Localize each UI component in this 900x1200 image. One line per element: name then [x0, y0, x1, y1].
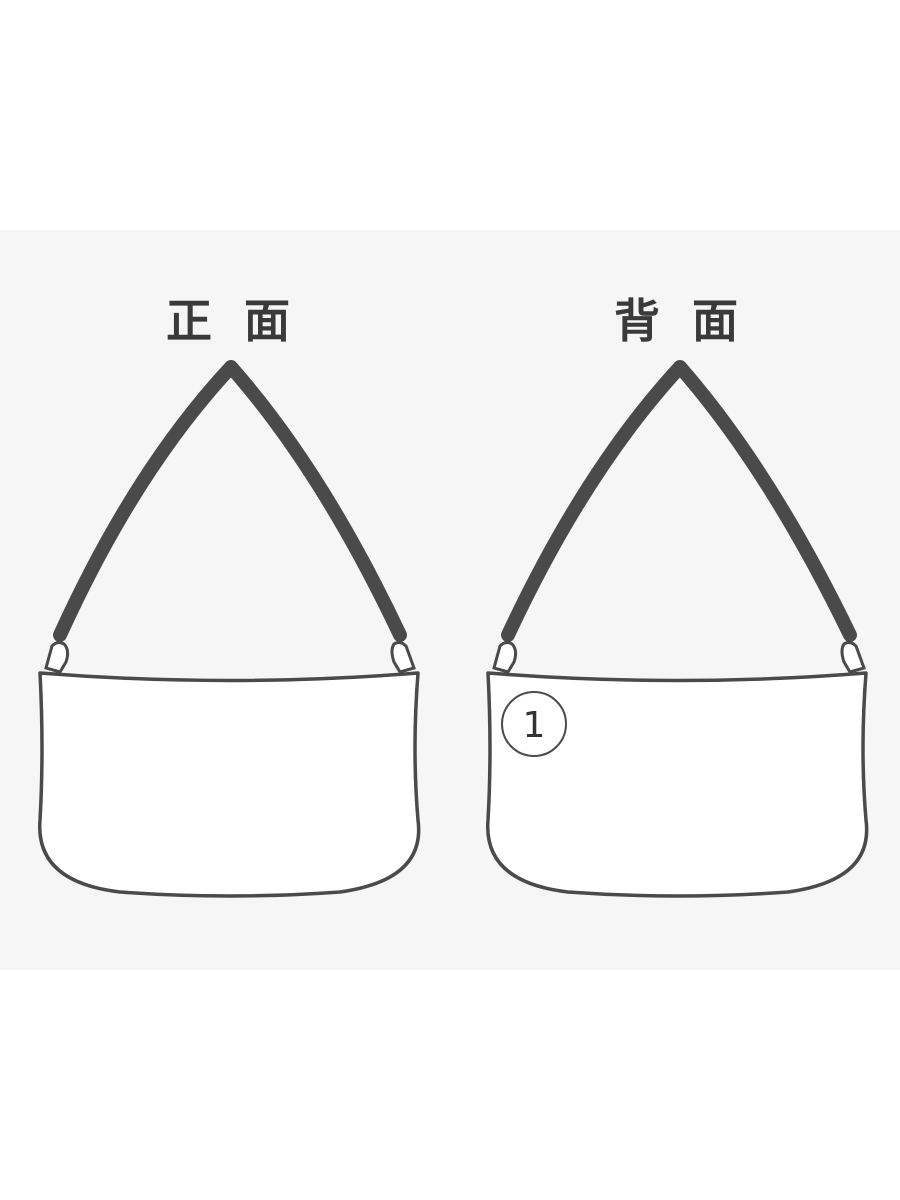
marker-number: 1 [523, 705, 546, 746]
back-bag-right-ring [840, 640, 866, 674]
front-bag [38, 360, 421, 898]
front-bag-right-ring [390, 640, 416, 674]
back-bag-body [486, 671, 869, 898]
back-bag-left-ring [492, 640, 518, 674]
front-view-title: 正 面 [165, 294, 298, 348]
back-bag: 1 [486, 360, 869, 898]
front-bag-strap [53, 360, 407, 642]
front-bag-left-ring [44, 640, 70, 674]
back-view-title: 背 面 [613, 294, 746, 348]
back-bag-marker: 1 [501, 691, 567, 757]
marker-circle [501, 691, 567, 757]
front-bag-body [38, 671, 421, 898]
back-bag-strap [501, 360, 857, 642]
